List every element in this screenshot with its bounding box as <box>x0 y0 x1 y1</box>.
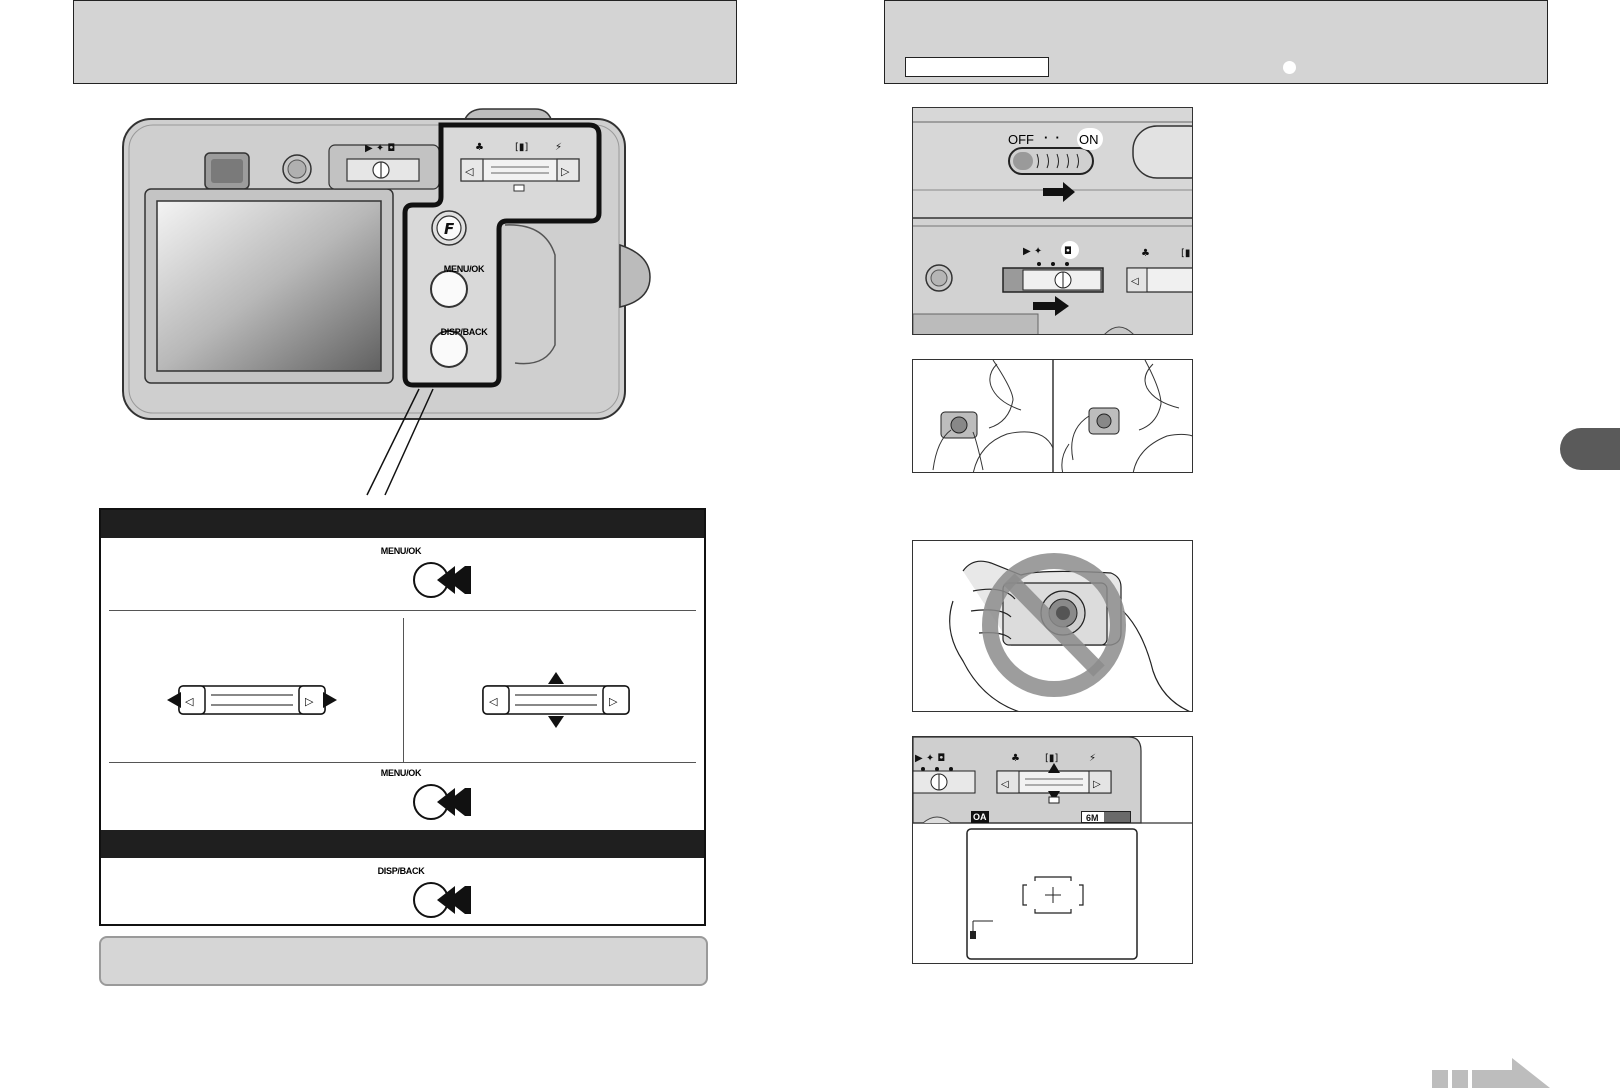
chapter-side-tab <box>1560 428 1620 470</box>
quality-badge: 6M <box>1081 811 1131 823</box>
zoom-lever-left-right-icon: ◁ ▷ <box>167 685 337 715</box>
zoom-lcd-figure: ▶ ✦ ◘ ♣ [▮] ⚡ ◁ ▷ OA 6M <box>912 736 1193 964</box>
power-off-label: OFF <box>1008 132 1034 147</box>
table-section-bar <box>101 830 704 858</box>
svg-text:▶ ✦: ▶ ✦ <box>1023 246 1042 257</box>
svg-text:◁: ◁ <box>185 695 194 708</box>
press-button-icon <box>413 562 471 598</box>
row4-button-label: DISP/BACK <box>377 866 425 876</box>
svg-text:▶ ✦ ◘: ▶ ✦ ◘ <box>915 753 945 764</box>
svg-text:F: F <box>444 220 455 238</box>
zoom-lever-art: ▶ ✦ ◘ ♣ [▮] ⚡ ◁ ▷ <box>913 737 1192 960</box>
press-button-icon <box>413 882 471 918</box>
incorrect-hold-art <box>949 553 1191 711</box>
holding-camera-figure <box>912 359 1193 473</box>
svg-text:[▮]: [▮] <box>515 142 528 153</box>
next-page-arrow-icon[interactable] <box>1432 1058 1550 1090</box>
power-switch-art: ▶ ✦ ◘ ♣ [▮ ◁ <box>913 108 1192 334</box>
svg-text:⚡: ⚡ <box>555 142 562 153</box>
row1-button-label: MENU/OK <box>380 546 422 556</box>
svg-text:♣: ♣ <box>1011 753 1020 764</box>
row3-button-label: MENU/OK <box>380 768 422 778</box>
svg-text:▶ ✦ ◘: ▶ ✦ ◘ <box>365 143 395 154</box>
power-on-label: ON <box>1079 132 1099 147</box>
power-on-highlight <box>1077 128 1103 150</box>
svg-text:◁: ◁ <box>465 165 474 178</box>
row-divider <box>109 762 696 763</box>
svg-text:▷: ▷ <box>561 165 570 178</box>
power-dots: · · <box>1044 130 1060 145</box>
left-header-band <box>73 0 737 84</box>
svg-text:▷: ▷ <box>305 695 314 708</box>
row-divider <box>109 610 696 611</box>
note-box <box>99 936 708 986</box>
svg-text:◁: ◁ <box>1131 276 1139 287</box>
svg-text:♣: ♣ <box>1141 248 1150 259</box>
power-switch-figure: ▶ ✦ ◘ ♣ [▮ ◁ OFF · · ON <box>912 107 1193 335</box>
svg-text:[▮]: [▮] <box>1045 753 1058 764</box>
bullet-dot <box>1283 61 1296 74</box>
zoom-lever-up-down-icon: ◁ ▷ <box>482 672 630 728</box>
press-button-icon <box>413 784 471 820</box>
camera-back-illustration: ▶ ✦ ◘ ♣ [▮] ⚡ ◁ ▷ F <box>122 108 651 496</box>
incorrect-hold-figure <box>912 540 1193 712</box>
svg-text:◘: ◘ <box>1064 246 1072 257</box>
right-header-band <box>884 0 1548 84</box>
svg-text:⚡: ⚡ <box>1089 753 1096 764</box>
disp-back-illustration-label: DISP/BACK <box>440 327 488 337</box>
column-divider <box>403 618 404 762</box>
table-header-bar <box>101 510 704 538</box>
svg-text:◁: ◁ <box>489 695 498 708</box>
svg-text:[▮: [▮ <box>1181 248 1190 259</box>
svg-text:♣: ♣ <box>475 142 484 153</box>
svg-text:▷: ▷ <box>609 695 618 708</box>
holding-camera-art <box>932 360 1192 472</box>
shooting-mode-icon: OA <box>971 811 989 823</box>
button-function-table: MENU/OK ◁ ▷ ◁ ▷ MENU/OK <box>99 508 706 926</box>
svg-text:◁: ◁ <box>1001 779 1009 790</box>
svg-text:▷: ▷ <box>1093 779 1101 790</box>
header-label-box <box>905 57 1049 77</box>
menu-ok-illustration-label: MENU/OK <box>443 264 485 274</box>
